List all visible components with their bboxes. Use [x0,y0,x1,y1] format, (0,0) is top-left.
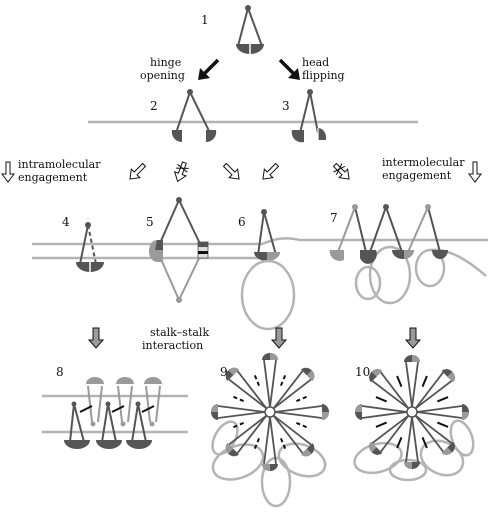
molecule-step-8 [42,377,188,449]
label-engagement-left: engagement [18,171,88,184]
rosette-head [462,404,469,420]
molecule-step-6 [240,209,296,331]
rosette-head [225,443,239,457]
label-step-6: 6 [238,215,246,229]
label-interaction: interaction [142,339,203,352]
label-intermolecular: intermolecular [382,156,465,169]
rosette-head [262,464,278,471]
label-engagement-right: engagement [382,169,452,182]
rosette-head [225,367,239,381]
molecule-step-7 [329,204,487,305]
rosette-head [404,355,420,362]
rosette-head [369,369,383,383]
rosette-head [404,462,420,469]
arrow-intermolecular [468,161,482,183]
grey-arrows-row-3 [87,327,422,349]
label-step-5: 5 [146,215,154,229]
rosette-head [301,367,315,381]
label-step-4: 4 [62,215,70,229]
molecule-step-9 [211,353,329,508]
arrow-to-10 [404,327,422,349]
rosette-head [211,404,218,420]
molecule-step-1 [236,5,264,54]
rosette-head [441,369,455,383]
molecule-step-4 [76,222,104,272]
label-step-2: 2 [150,99,158,113]
rosette-head [441,441,455,455]
molecule-step-2 [171,89,217,143]
label-intramolecular: intramolecular [18,158,101,171]
label-head: head [302,56,329,69]
label-step-7: 7 [330,211,338,225]
label-flipping: flipping [302,69,345,82]
membrane-double-row-3 [32,237,488,260]
arrow-to-9 [270,327,288,349]
rosette-head [301,443,315,457]
arrow-head-flipping [278,58,300,80]
rosette-head [355,404,362,420]
label-step-10: 10 [355,365,370,379]
label-step-3: 3 [282,99,290,113]
rosette-head [322,404,329,420]
label-step-9: 9 [220,365,228,379]
molecule-step-5 [149,197,209,303]
arrow-intramolecular [1,161,15,183]
rosette-head [369,441,383,455]
arrow-to-8 [87,327,105,349]
arrow-hinge-opening [198,58,220,80]
label-hinge: hinge [150,56,181,69]
label-step-8: 8 [56,365,64,379]
label-step-1: 1 [201,13,209,27]
molecule-step-10 [353,355,475,482]
molecule-step-3 [291,89,327,143]
label-opening: opening [140,69,185,82]
label-stalk-stalk: stalk–stalk [150,326,209,339]
rosette-head [262,353,278,360]
outlined-arrows-row-2 [1,161,482,183]
